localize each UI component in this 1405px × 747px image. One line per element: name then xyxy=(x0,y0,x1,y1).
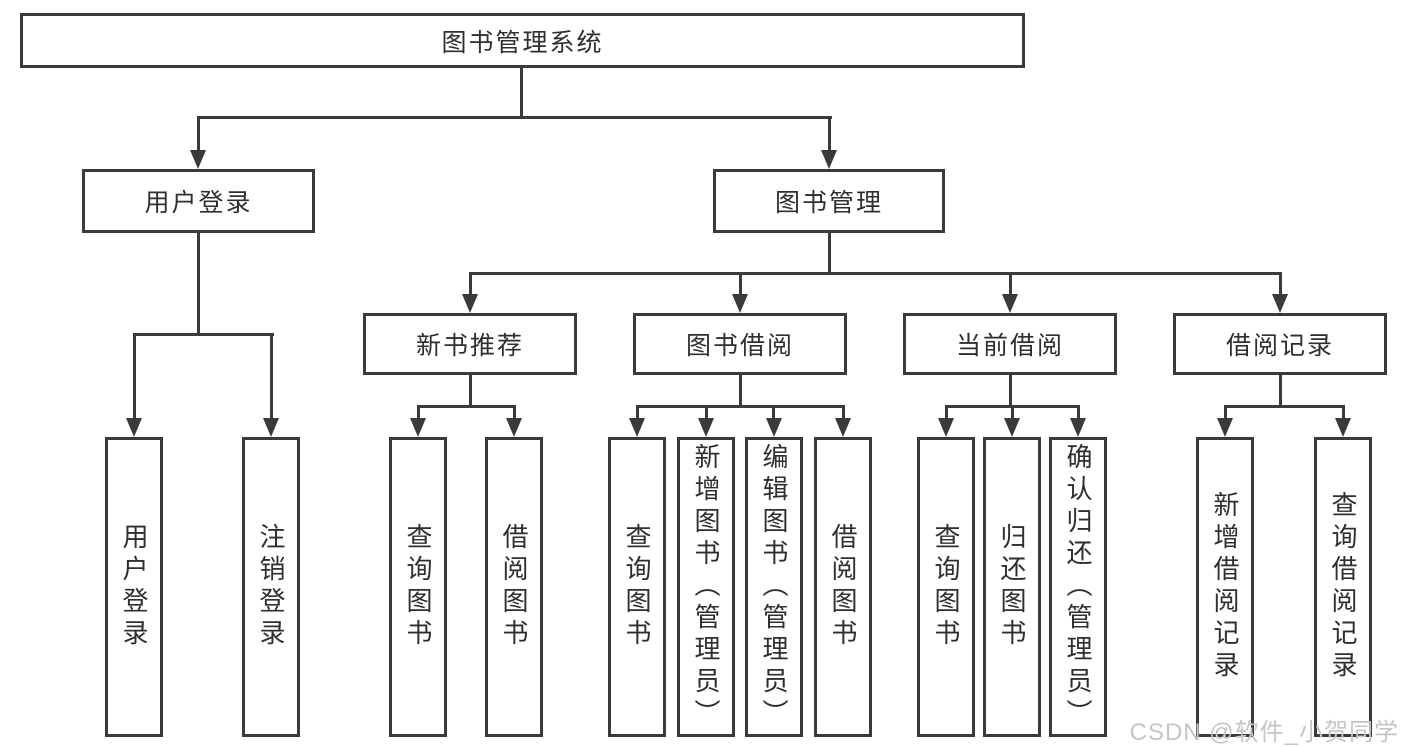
connector-line xyxy=(469,373,472,407)
connector-line xyxy=(1342,405,1345,420)
connector-line xyxy=(828,116,831,152)
leaf-borrowing-add-books-admin: 新增图书（管理员） xyxy=(677,437,735,737)
arrow-down-icon xyxy=(506,418,522,437)
connector-line xyxy=(1077,405,1080,420)
leaf-newbooks-borrow-books: 借阅图书 xyxy=(485,437,543,737)
arrow-down-icon xyxy=(938,418,954,437)
connector-line xyxy=(133,333,274,336)
connector-line xyxy=(197,231,200,336)
connector-line xyxy=(828,231,831,275)
connector-line xyxy=(1011,405,1014,420)
arrow-down-icon xyxy=(835,418,851,437)
arrow-down-icon xyxy=(698,418,714,437)
leaf-logout-label: 注销登录 xyxy=(256,523,286,651)
node-current-borrowing-label: 当前借阅 xyxy=(955,332,1064,360)
leaf-borrowing-query-books-label: 查询图书 xyxy=(622,523,652,651)
arrow-down-icon xyxy=(732,294,748,313)
connector-line xyxy=(520,66,523,119)
connector-line xyxy=(772,405,775,420)
connector-line xyxy=(705,405,708,420)
watermark-text: CSDN @软件_小贺同学 xyxy=(1129,719,1399,746)
node-book-management-label: 图书管理 xyxy=(774,189,883,217)
leaf-current-query-books: 查询图书 xyxy=(917,437,975,737)
leaf-records-query-borrow-record: 查询借阅记录 xyxy=(1314,437,1372,737)
connector-line xyxy=(636,405,639,420)
arrow-down-icon xyxy=(1272,294,1288,313)
connector-line xyxy=(1279,373,1282,407)
arrow-down-icon xyxy=(1004,418,1020,437)
leaf-records-query-borrow-record-label: 查询借阅记录 xyxy=(1328,491,1358,683)
arrow-down-icon xyxy=(629,418,645,437)
leaf-user-login-label: 用户登录 xyxy=(119,523,149,651)
node-current-borrowing: 当前借阅 xyxy=(903,313,1117,375)
leaf-current-confirm-return-admin: 确认归还（管理员） xyxy=(1049,437,1107,737)
arrow-down-icon xyxy=(410,418,426,437)
connector-line xyxy=(197,116,200,152)
leaf-borrowing-add-books-admin-label: 新增图书（管理员） xyxy=(691,443,721,731)
connector-line xyxy=(417,405,516,408)
connector-line xyxy=(270,333,273,419)
connector-line xyxy=(469,272,1282,275)
connector-line xyxy=(1224,405,1345,408)
leaf-borrowing-query-books: 查询图书 xyxy=(608,437,666,737)
connector-line xyxy=(417,405,420,420)
connector-line xyxy=(636,405,845,408)
arrow-down-icon xyxy=(126,418,142,437)
leaf-logout: 注销登录 xyxy=(242,437,300,737)
arrow-down-icon xyxy=(1335,418,1351,437)
leaf-records-add-borrow-record: 新增借阅记录 xyxy=(1196,437,1254,737)
leaf-current-return-books: 归还图书 xyxy=(983,437,1041,737)
leaf-newbooks-query-books: 查询图书 xyxy=(389,437,447,737)
node-new-book-recommendation-label: 新书推荐 xyxy=(415,332,524,360)
node-book-borrowing: 图书借阅 xyxy=(633,313,847,375)
arrow-down-icon xyxy=(190,150,206,169)
connector-line xyxy=(1279,272,1282,296)
connector-line xyxy=(133,333,136,419)
connector-line xyxy=(1009,272,1012,296)
connector-line xyxy=(513,405,516,420)
leaf-user-login: 用户登录 xyxy=(105,437,163,737)
leaf-records-add-borrow-record-label: 新增借阅记录 xyxy=(1210,491,1240,683)
leaf-newbooks-query-books-label: 查询图书 xyxy=(403,523,433,651)
node-root-label: 图书管理系统 xyxy=(441,28,604,57)
arrow-down-icon xyxy=(821,150,837,169)
leaf-current-return-books-label: 归还图书 xyxy=(997,523,1027,651)
connector-line xyxy=(1009,373,1012,407)
leaf-current-confirm-return-admin-label: 确认归还（管理员） xyxy=(1063,443,1093,731)
leaf-borrowing-edit-books-admin-label: 编辑图书（管理员） xyxy=(759,443,789,731)
node-borrowing-records-label: 借阅记录 xyxy=(1225,332,1334,360)
leaf-borrowing-edit-books-admin: 编辑图书（管理员） xyxy=(745,437,803,737)
arrow-down-icon xyxy=(1070,418,1086,437)
connector-line xyxy=(197,116,832,119)
node-book-borrowing-label: 图书借阅 xyxy=(685,332,794,360)
arrow-down-icon xyxy=(1217,418,1233,437)
leaf-borrowing-borrow-books: 借阅图书 xyxy=(814,437,872,737)
leaf-newbooks-borrow-books-label: 借阅图书 xyxy=(499,523,529,651)
connector-line xyxy=(842,405,845,420)
connector-line xyxy=(739,373,742,407)
connector-line xyxy=(945,405,948,420)
node-new-book-recommendation: 新书推荐 xyxy=(363,313,577,375)
connector-line xyxy=(739,272,742,296)
connector-line xyxy=(469,272,472,296)
node-user-login: 用户登录 xyxy=(82,169,315,233)
arrow-down-icon xyxy=(766,418,782,437)
node-user-login-label: 用户登录 xyxy=(144,189,253,217)
leaf-current-query-books-label: 查询图书 xyxy=(931,523,961,651)
connector-line xyxy=(1224,405,1227,420)
arrow-down-icon xyxy=(462,294,478,313)
node-borrowing-records: 借阅记录 xyxy=(1173,313,1387,375)
node-library-management-system: 图书管理系统 xyxy=(20,13,1025,68)
leaf-borrowing-borrow-books-label: 借阅图书 xyxy=(828,523,858,651)
node-book-management: 图书管理 xyxy=(713,169,945,233)
arrow-down-icon xyxy=(1002,294,1018,313)
arrow-down-icon xyxy=(263,418,279,437)
